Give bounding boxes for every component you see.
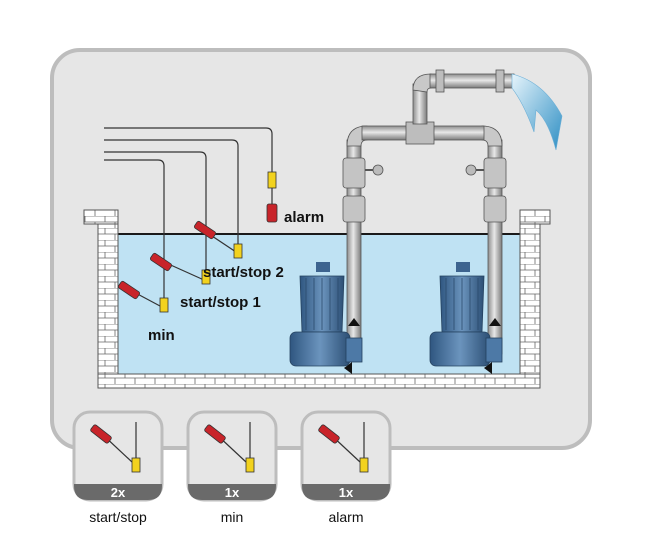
legend-card-start-stop: 2x — [72, 410, 164, 502]
float-cables — [104, 127, 273, 298]
label-start-stop-1: start/stop 1 — [180, 294, 261, 311]
float-switch-min — [118, 280, 169, 313]
flow-arrow-up-2 — [489, 318, 501, 326]
flow-arrow-left-1 — [344, 362, 352, 374]
float-switch-alarm — [266, 171, 278, 223]
legend-card-alarm: 1x — [300, 410, 392, 502]
card-count-start-stop: 2x — [111, 485, 126, 500]
discharge-pipework — [342, 69, 515, 355]
label-start-stop-2: start/stop 2 — [203, 264, 284, 281]
label-alarm: alarm — [284, 209, 324, 226]
float-switch-start-stop-1 — [150, 252, 211, 285]
tank-walls — [83, 209, 551, 389]
caption-min: min — [220, 509, 244, 525]
caption-alarm: alarm — [328, 509, 364, 525]
card-count-min: 1x — [225, 485, 240, 500]
card-count-alarm: 1x — [339, 485, 354, 500]
float-switch-start-stop-2 — [194, 220, 243, 259]
caption-start-stop: start/stop — [89, 509, 147, 525]
flow-arrow-up-1 — [348, 318, 360, 326]
discharge-jet — [511, 73, 563, 151]
label-min: min — [148, 327, 175, 344]
submersible-pump-2 — [429, 262, 503, 367]
legend-card-min: 1x — [186, 410, 278, 502]
submersible-pump-1 — [289, 262, 363, 367]
flow-arrow-left-2 — [484, 362, 492, 374]
